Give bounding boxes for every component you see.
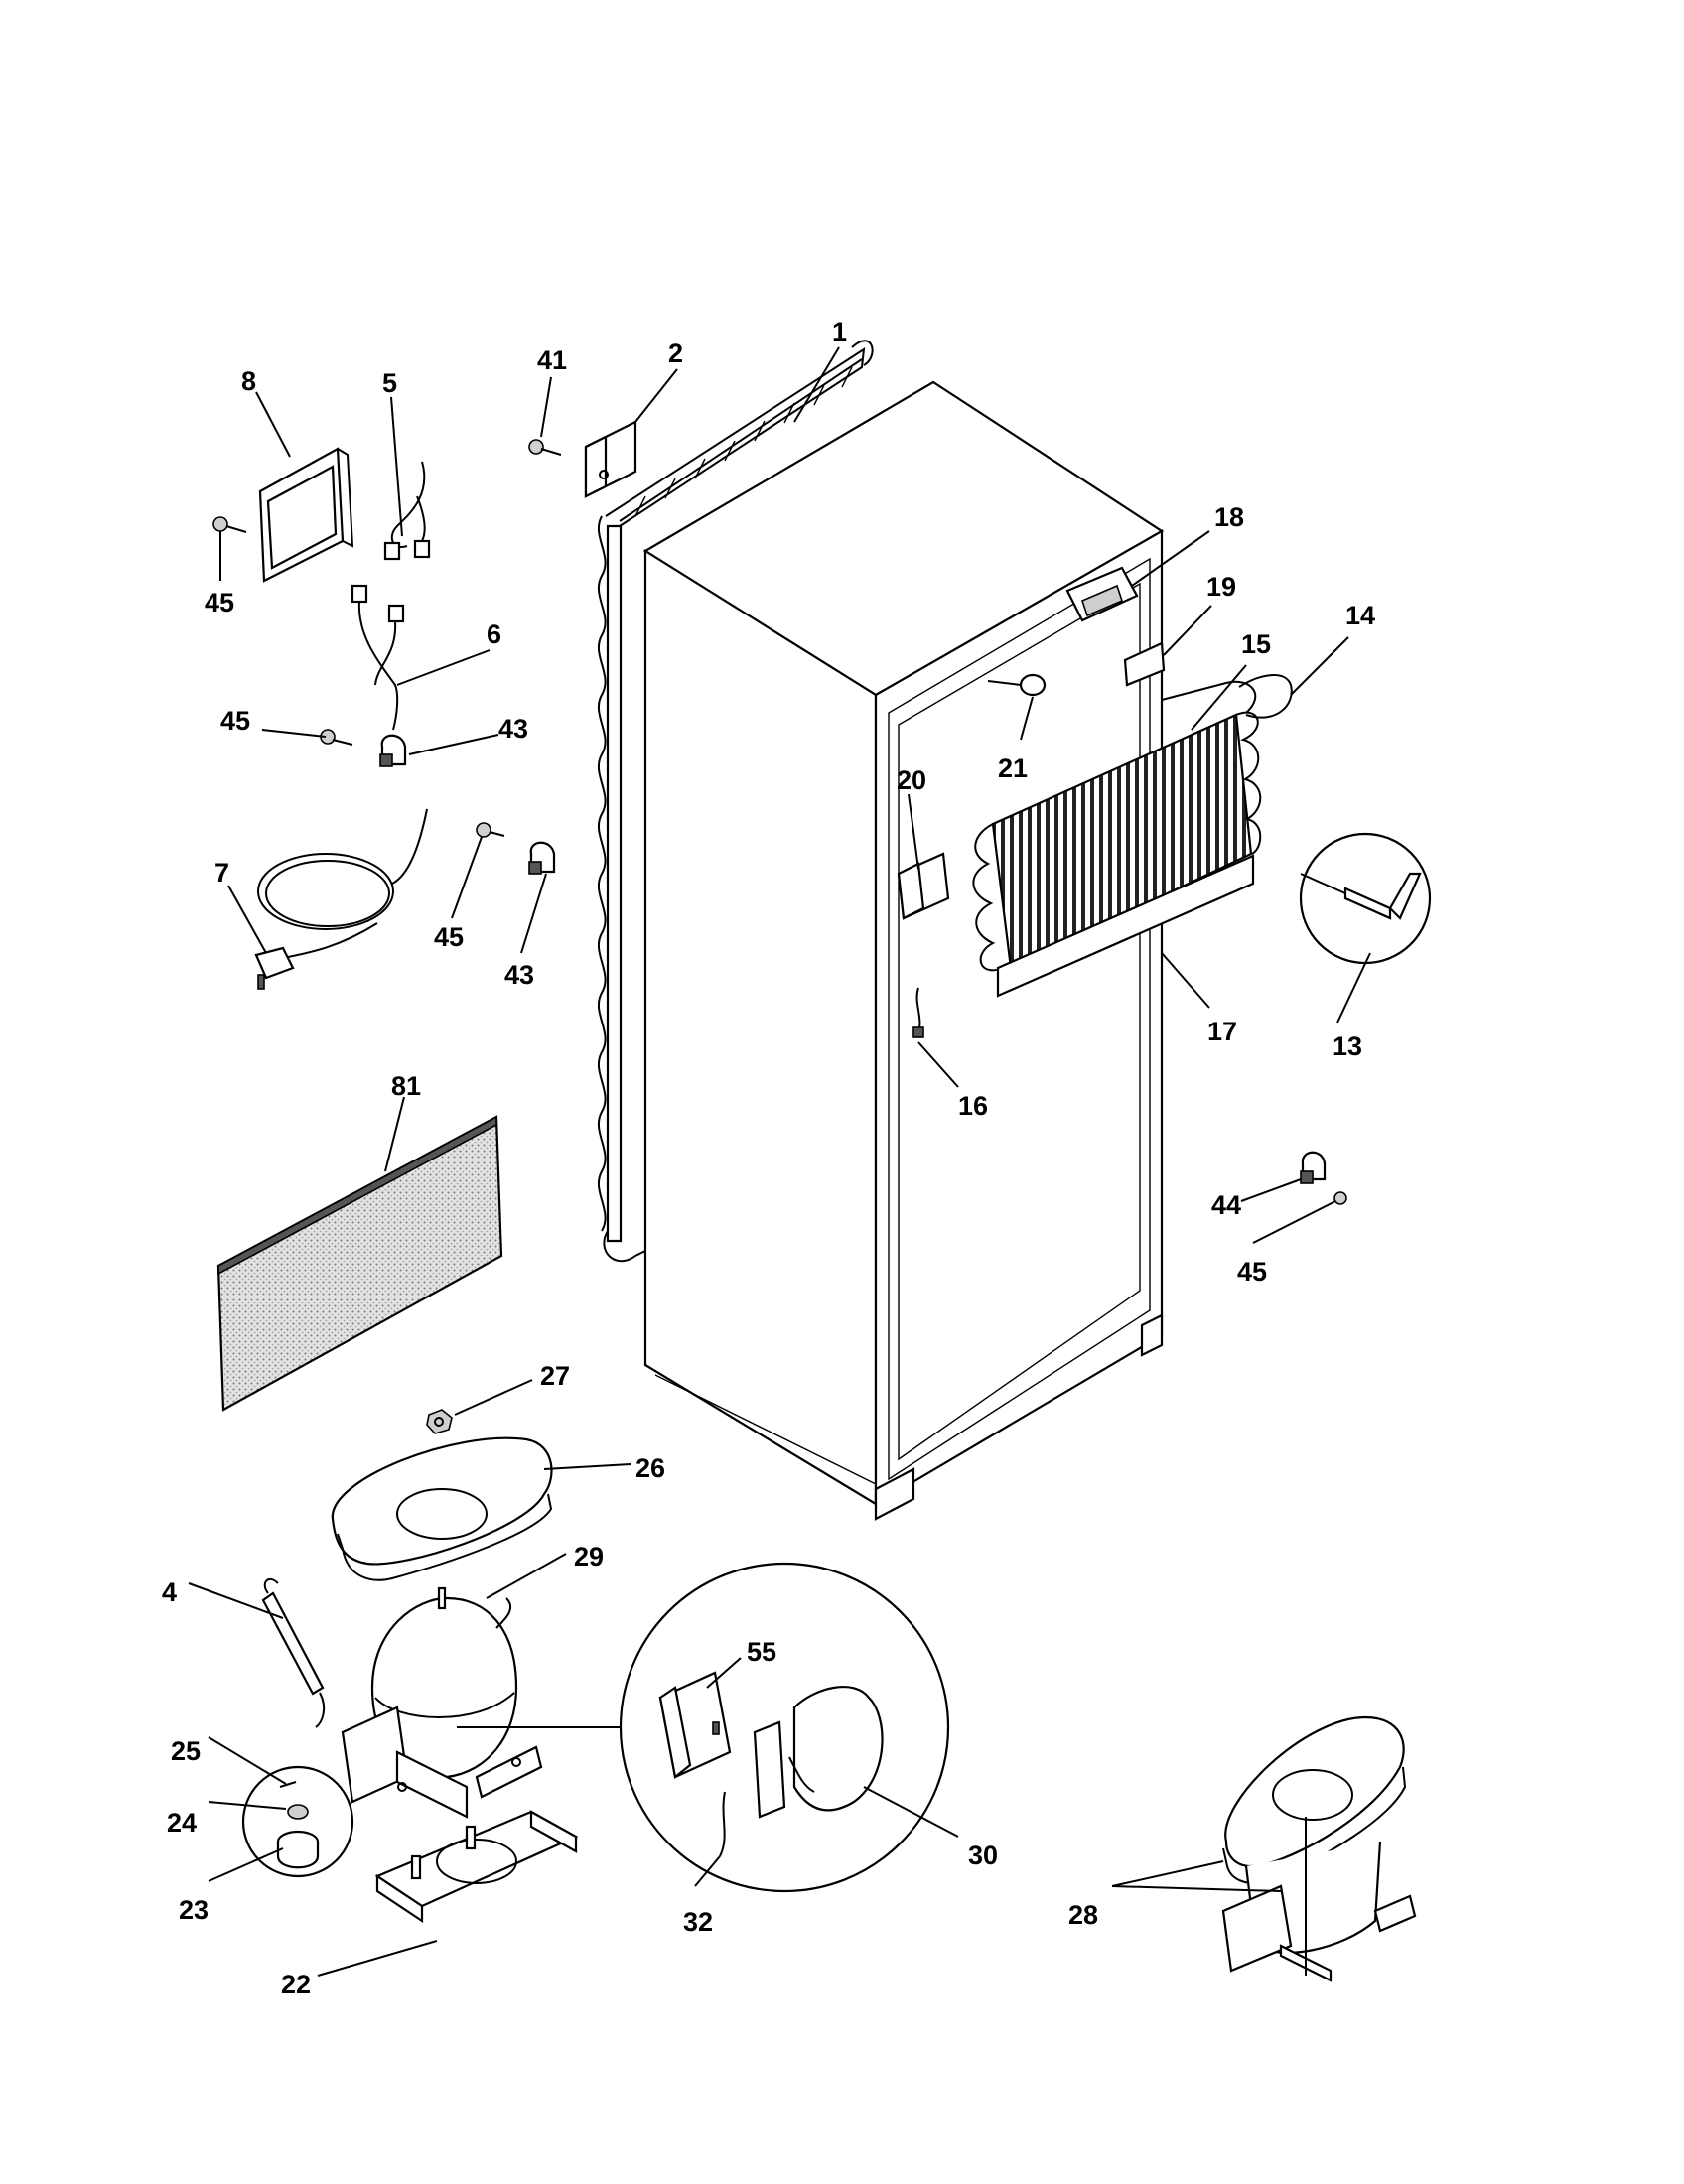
callout-44: 44 [1211, 1190, 1241, 1220]
relay-detail [619, 1562, 950, 1893]
wire-harness-5 [383, 461, 431, 561]
callout-21: 21 [998, 753, 1028, 783]
callout-55: 55 [747, 1637, 776, 1667]
refrigerator-cabinet [642, 380, 1165, 1521]
callout-25: 25 [171, 1736, 201, 1766]
base-bracket-22 [374, 1810, 579, 1924]
bracket-19 [1123, 641, 1166, 687]
grommet-detail [241, 1765, 354, 1878]
callout-43-b: 43 [504, 960, 534, 990]
screw-41 [528, 439, 562, 456]
grille-81 [216, 1115, 503, 1412]
callout-45-c: 45 [434, 922, 464, 952]
callout-1: 1 [832, 317, 847, 346]
callout-15: 15 [1241, 629, 1271, 659]
compressor-29 [341, 1586, 635, 1819]
callout-16: 16 [958, 1091, 988, 1121]
heater-16 [912, 987, 924, 1038]
callout-20: 20 [897, 765, 926, 795]
block-20 [897, 852, 950, 920]
callout-23: 23 [179, 1895, 209, 1925]
screw-45-right [1333, 1191, 1347, 1205]
callout-81: 81 [391, 1071, 421, 1101]
clamp-44 [1300, 1151, 1327, 1184]
wire-harness-6 [351, 584, 405, 731]
callout-45-b: 45 [220, 706, 250, 736]
callout-14: 14 [1345, 601, 1375, 630]
callout-17: 17 [1207, 1017, 1237, 1046]
thermostat-21 [987, 673, 1047, 697]
callout-45-a: 45 [205, 588, 234, 617]
callout-45-d: 45 [1237, 1257, 1267, 1287]
bracket-2 [584, 420, 637, 498]
callout-30: 30 [968, 1841, 998, 1870]
callout-5: 5 [382, 368, 397, 398]
power-cord-7 [254, 808, 428, 990]
drain-tube-13 [1299, 832, 1432, 965]
callout-19: 19 [1206, 572, 1236, 602]
callout-13: 13 [1333, 1031, 1362, 1061]
callout-2: 2 [668, 339, 683, 368]
callout-6: 6 [487, 619, 501, 649]
nut-27 [426, 1409, 453, 1434]
compressor-assembly-28 [1221, 1715, 1417, 1982]
callout-41: 41 [537, 345, 567, 375]
cover-8 [258, 447, 354, 583]
clamp-43-cord [528, 841, 556, 875]
callout-8: 8 [241, 366, 256, 396]
callout-22: 22 [281, 1970, 311, 1999]
callout-7: 7 [214, 858, 229, 887]
screw-45-top [212, 516, 247, 533]
callout-labels: 1 2 41 8 5 45 6 45 43 7 45 43 18 19 15 1… [162, 317, 1375, 1999]
callout-18: 18 [1214, 502, 1244, 532]
filter-drier-4 [261, 1577, 326, 1728]
drain-pan-26 [331, 1436, 553, 1581]
callout-4: 4 [162, 1577, 177, 1607]
leader-lines [188, 346, 1371, 1977]
callout-26: 26 [635, 1453, 665, 1483]
callout-29: 29 [574, 1542, 604, 1571]
clamp-43-top [379, 734, 407, 767]
condenser-coil [597, 340, 874, 1263]
relay-18 [1065, 566, 1139, 622]
callout-28: 28 [1068, 1900, 1098, 1930]
callout-43-a: 43 [498, 714, 528, 744]
evaporator [972, 674, 1293, 998]
callout-27: 27 [540, 1361, 570, 1391]
callout-32: 32 [683, 1907, 713, 1937]
callout-24: 24 [167, 1808, 197, 1838]
screw-45-cord [476, 822, 505, 838]
